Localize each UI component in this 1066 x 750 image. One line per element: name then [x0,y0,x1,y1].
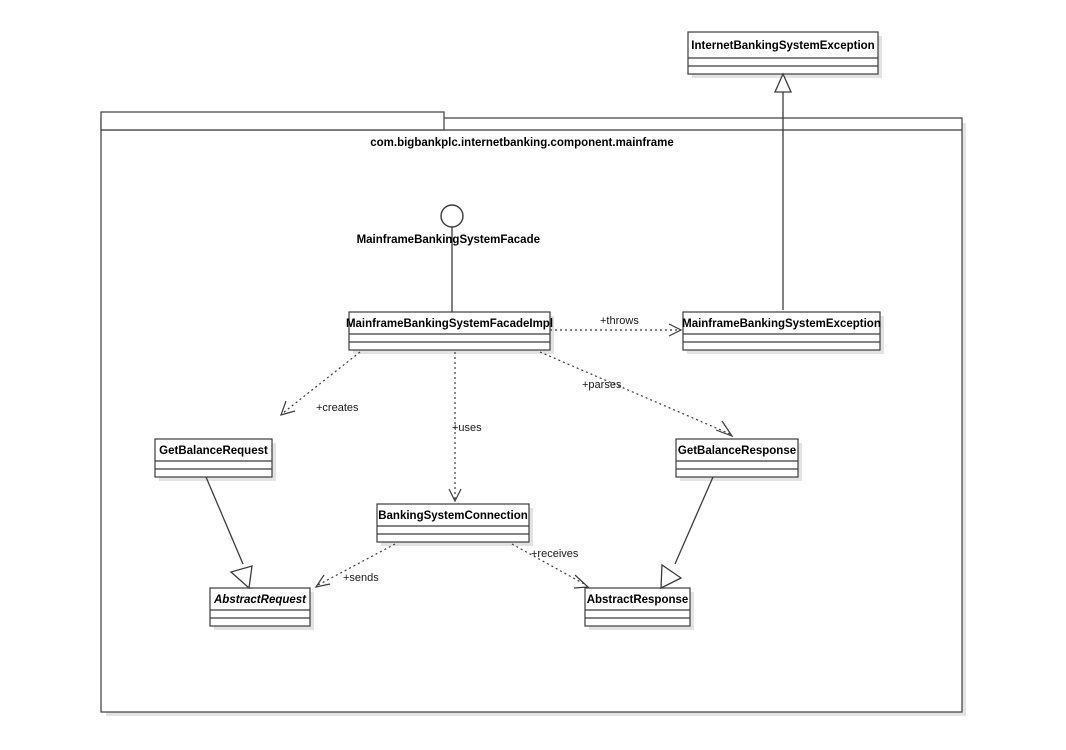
class-title: AbstractResponse [587,594,689,606]
receives-label: +receives [531,548,579,560]
class-title: InternetBankingSystemException [691,40,874,52]
package-tab-seam [102,119,443,130]
class-internet-banking-system-exception[interactable]: InternetBankingSystemException [687,31,882,78]
class-banking-system-connection[interactable]: BankingSystemConnection [376,503,533,546]
relationship-gen-response [660,476,714,590]
throws-arrowhead [668,323,683,337]
class-body [348,311,551,351]
interface-mainframe-banking-system-facade[interactable]: MainframeBankingSystemFacade [357,204,540,312]
class-title: BankingSystemConnection [378,510,528,522]
sends-arrowhead [314,574,331,588]
class-mainframe-banking-system-facade-impl[interactable]: MainframeBankingSystemFacadeImpl [346,311,554,354]
lollipop-circle-icon [440,204,464,228]
class-body [154,438,273,478]
class-mainframe-banking-system-exception[interactable]: MainframeBankingSystemException [682,311,884,354]
parses-label: +parses [582,379,622,391]
relationship-sends: +sends [314,543,396,588]
receives-line [511,543,587,586]
sends-label: +sends [343,572,379,584]
parses-arrowhead [715,420,734,438]
class-body [675,438,799,478]
class-title: MainframeBankingSystemException [682,318,881,330]
class-title: GetBalanceRequest [159,445,268,457]
class-body [209,587,311,627]
relationship-throws: +throws [550,315,683,337]
uses-arrowhead [448,488,462,503]
class-body [682,311,881,351]
class-title: GetBalanceResponse [678,445,796,457]
class-get-balance-response[interactable]: GetBalanceResponse [675,438,802,481]
creates-line [282,351,361,414]
relationship-receives: +receives [511,543,590,589]
relationship-creates: +creates [280,351,361,416]
uses-label: +uses [452,422,482,434]
lollipop-label: MainframeBankingSystemFacade [357,234,540,246]
relationship-uses: +uses [448,352,482,503]
gen-exception-arrowhead [773,72,793,93]
gen-response-arrowhead [660,563,683,590]
gen-request-line [205,476,244,565]
relationship-parses: +parses [539,351,734,438]
package-label: com.bigbankplc.internetbanking.component… [370,137,674,149]
gen-response-line [674,476,714,565]
class-title: AbstractRequest [213,594,307,606]
class-abstract-request[interactable]: AbstractRequest [209,587,314,630]
gen-request-arrowhead [229,565,253,590]
class-body [687,31,879,75]
class-body [584,587,691,627]
class-title: MainframeBankingSystemFacadeImpl [346,318,553,330]
relationship-gen-exception [773,72,793,310]
class-body [376,503,530,543]
relationship-gen-request [205,476,253,590]
throws-label: +throws [600,315,639,327]
receives-arrowhead [573,574,590,589]
class-get-balance-request[interactable]: GetBalanceRequest [154,438,276,481]
package-mainframe: com.bigbankplc.internetbanking.component… [100,111,966,716]
creates-arrowhead [280,400,296,416]
class-abstract-response[interactable]: AbstractResponse [584,587,694,630]
creates-label: +creates [316,402,359,414]
